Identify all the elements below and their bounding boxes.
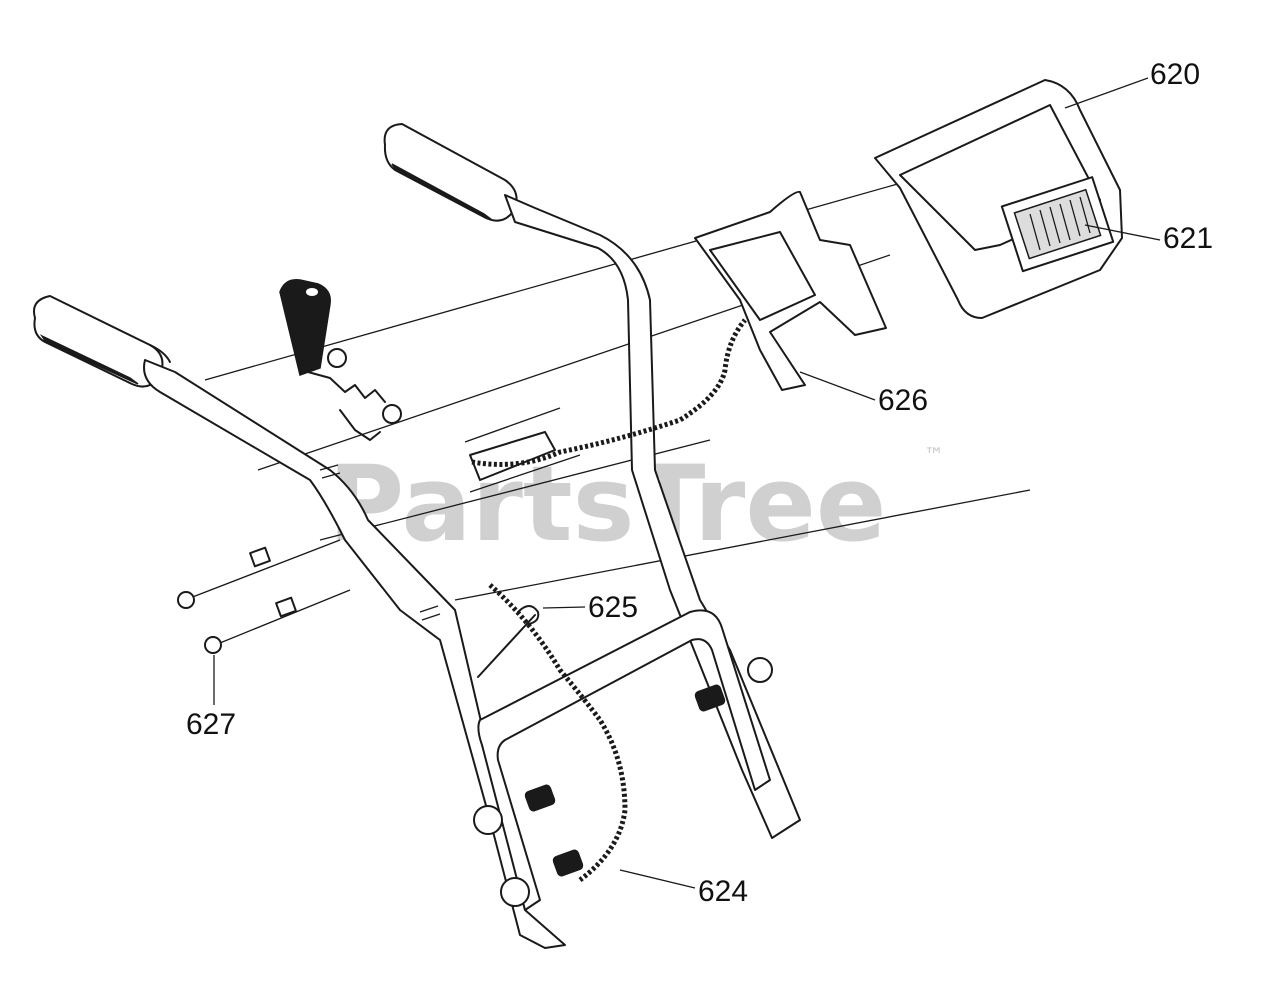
- watermark-trademark: ™: [924, 443, 944, 467]
- callout-626: 626: [878, 384, 928, 417]
- bolts-627: [177, 546, 297, 654]
- panel-bracket: [694, 190, 887, 391]
- coiled-cable-lower: [477, 583, 628, 882]
- callout-620: 620: [1150, 58, 1200, 91]
- callout-625: 625: [588, 591, 638, 624]
- lamp-lens: [1013, 188, 1102, 260]
- right-handle-grip: [383, 123, 518, 222]
- watermark: PartsTree ™: [328, 443, 944, 565]
- callout-627: 627: [186, 708, 236, 741]
- lamp-housing: [874, 79, 1123, 319]
- left-handle-tube: [143, 359, 566, 949]
- shift-lever: [279, 279, 402, 441]
- left-handle-grip: [33, 295, 171, 388]
- callout-624: 624: [698, 875, 748, 908]
- coiled-wire-upper: [469, 318, 747, 481]
- callout-621: 621: [1163, 222, 1213, 255]
- leader-lines: [213, 77, 1161, 889]
- watermark-text: PartsTree: [328, 443, 886, 565]
- callouts: 620 621 626 625 627 624: [186, 58, 1213, 908]
- lower-bracket: [473, 609, 773, 911]
